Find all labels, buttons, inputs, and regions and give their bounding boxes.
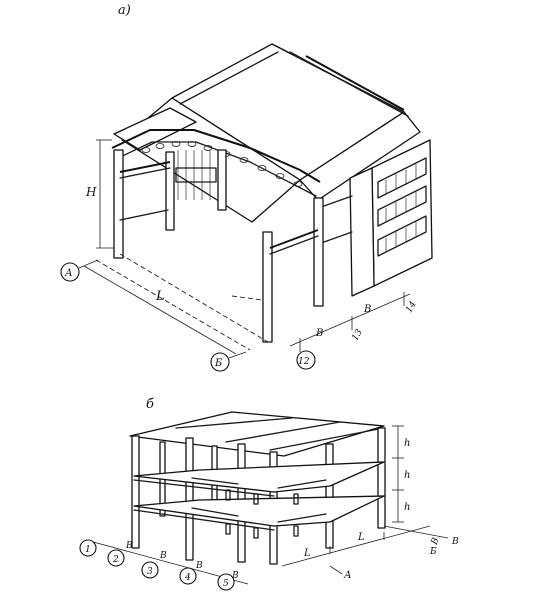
- column-front-1: [131, 435, 140, 549]
- column-a2: [165, 151, 175, 231]
- svg-text:А: А: [64, 268, 73, 279]
- roof-slab: [129, 411, 385, 457]
- svg-text:2: 2: [112, 555, 119, 565]
- end-wall-right: [371, 139, 433, 287]
- axis-marker-5: 5: [217, 573, 235, 591]
- axis-marker-2: 2: [107, 549, 125, 567]
- dim-b-4: B: [231, 571, 239, 581]
- dim-height-label: H: [85, 185, 97, 199]
- floor-slab-2: [133, 461, 385, 493]
- svg-text:4: 4: [184, 573, 191, 583]
- figure-b-label: б: [146, 397, 154, 412]
- figure-b-multi-storey-frame: б: [79, 397, 459, 591]
- axis-marker-3: 3: [141, 561, 159, 579]
- svg-text:Б: Б: [214, 358, 223, 369]
- dim-storey-h-2: h: [404, 470, 410, 481]
- svg-text:1: 1: [85, 545, 91, 555]
- axis-marker-12: 12: [296, 350, 316, 370]
- axis-marker-1: 1: [79, 539, 97, 557]
- dim-b-1: B: [125, 541, 133, 551]
- column-a1: [113, 149, 124, 259]
- figure-a-single-storey-frame: а): [60, 3, 433, 372]
- dim-span-l-1: L: [303, 548, 311, 559]
- column-right-2: [377, 427, 386, 529]
- front-truss-bottom: [113, 141, 317, 197]
- svg-text:14: 14: [404, 300, 419, 315]
- svg-text:5: 5: [223, 579, 229, 589]
- dim-span-label: L: [155, 289, 165, 304]
- svg-text:3: 3: [147, 567, 153, 577]
- figure-a-label: а): [118, 3, 131, 18]
- axis-marker-right-b: Б: [429, 547, 437, 557]
- column-front-2: [185, 437, 194, 561]
- dim-bay-1: B: [315, 328, 323, 339]
- svg-text:А: А: [343, 570, 352, 581]
- column-right-1: [325, 443, 334, 549]
- svg-text:В: В: [451, 537, 459, 547]
- column-stubs: [225, 489, 299, 539]
- svg-text:13: 13: [350, 328, 365, 343]
- axis-marker-13: 13: [350, 328, 365, 343]
- axis-marker-a: А: [60, 259, 99, 282]
- floor-slab-1: [133, 495, 385, 527]
- axis-marker-b: Б: [210, 351, 247, 372]
- dim-b-2: B: [159, 551, 167, 561]
- svg-text:12: 12: [298, 357, 310, 367]
- dim-span-l-2: L: [357, 532, 365, 543]
- column-b2: [313, 197, 324, 307]
- front-truss-top: [111, 129, 321, 183]
- dim-b-right: B: [429, 536, 441, 547]
- dim-b-3: B: [195, 561, 203, 571]
- axis-marker-14: 14: [404, 300, 419, 315]
- column-a3: [217, 149, 227, 211]
- dim-storey-h-1: h: [404, 438, 410, 449]
- dim-bay-2: B: [363, 304, 371, 315]
- end-wall-side: [349, 167, 375, 297]
- axis-marker-right-v: В: [451, 537, 459, 547]
- axis-marker-4: 4: [179, 567, 197, 585]
- svg-text:Б: Б: [429, 547, 437, 557]
- wall-panel-rear: [177, 150, 211, 200]
- floor-beams: [191, 477, 327, 523]
- dim-storey-h-3: h: [404, 502, 410, 513]
- axis-marker-right-a: А: [329, 565, 352, 581]
- end-wall-windows: [377, 157, 427, 257]
